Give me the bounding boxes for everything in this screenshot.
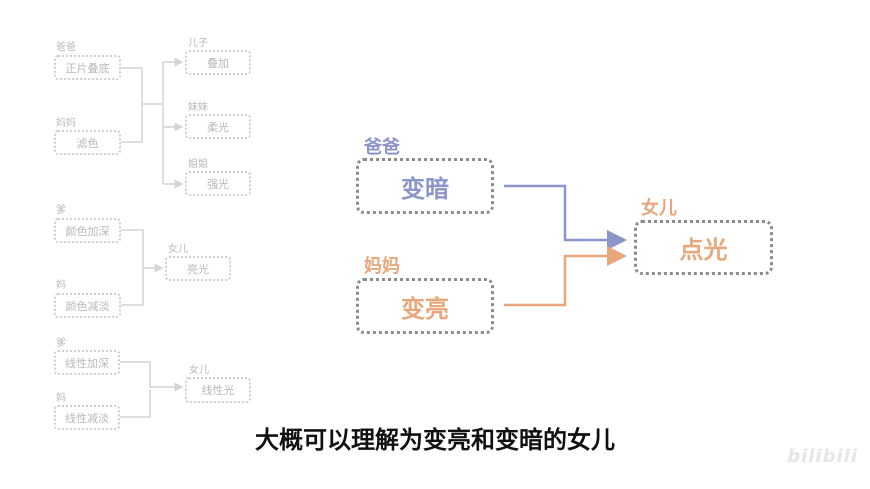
g1-dad-box: 正片叠底 [54,55,121,80]
g2-daughter-label: 女儿 [168,244,188,255]
main-daughter-label: 女儿 [641,198,677,219]
g1-sister-label: 妹妹 [188,102,208,113]
dad-arrow [504,184,627,250]
g3-mom-box: 线性减淡 [54,405,120,430]
g1-mom-label: 妈妈 [56,118,76,129]
g3-dad-label: 爹 [56,338,66,349]
bilibili-watermark: bilibili [787,446,858,467]
g2-dad-label: 爹 [56,205,66,216]
g3-daughter-label: 女儿 [189,365,209,376]
g1-mom-box: 滤色 [54,130,121,155]
main-mom-box: 变亮 [356,278,494,334]
g1-dad-label: 爸爸 [56,42,76,53]
g1-son-box: 叠加 [185,50,251,75]
g2-mom-label: 妈 [56,280,66,291]
g1-sister-box: 柔光 [185,114,251,139]
mom-arrow [504,246,627,307]
main-dad-box: 变暗 [356,158,494,214]
g2-dad-box: 颜色加深 [54,218,121,243]
g2-mom-box: 颜色减淡 [54,293,121,318]
g1-elder-sister-label: 姐姐 [188,159,208,170]
main-daughter-box: 点光 [634,220,773,275]
video-subtitle: 大概可以理解为变亮和变暗的女儿 [255,426,615,454]
main-mom-label: 妈妈 [364,256,400,277]
g3-mom-label: 妈 [56,393,66,404]
g1-son-label: 儿子 [188,38,208,49]
g3-dad-box: 线性加深 [54,350,120,375]
group2-connectors [121,229,164,306]
g3-daughter-box: 线性光 [185,377,251,403]
g1-elder-sister-box: 强光 [185,171,251,196]
group1-connectors [121,57,184,189]
main-dad-label: 爸爸 [364,137,400,158]
group3-connectors [120,361,184,418]
g2-daughter-box: 亮光 [165,256,231,281]
